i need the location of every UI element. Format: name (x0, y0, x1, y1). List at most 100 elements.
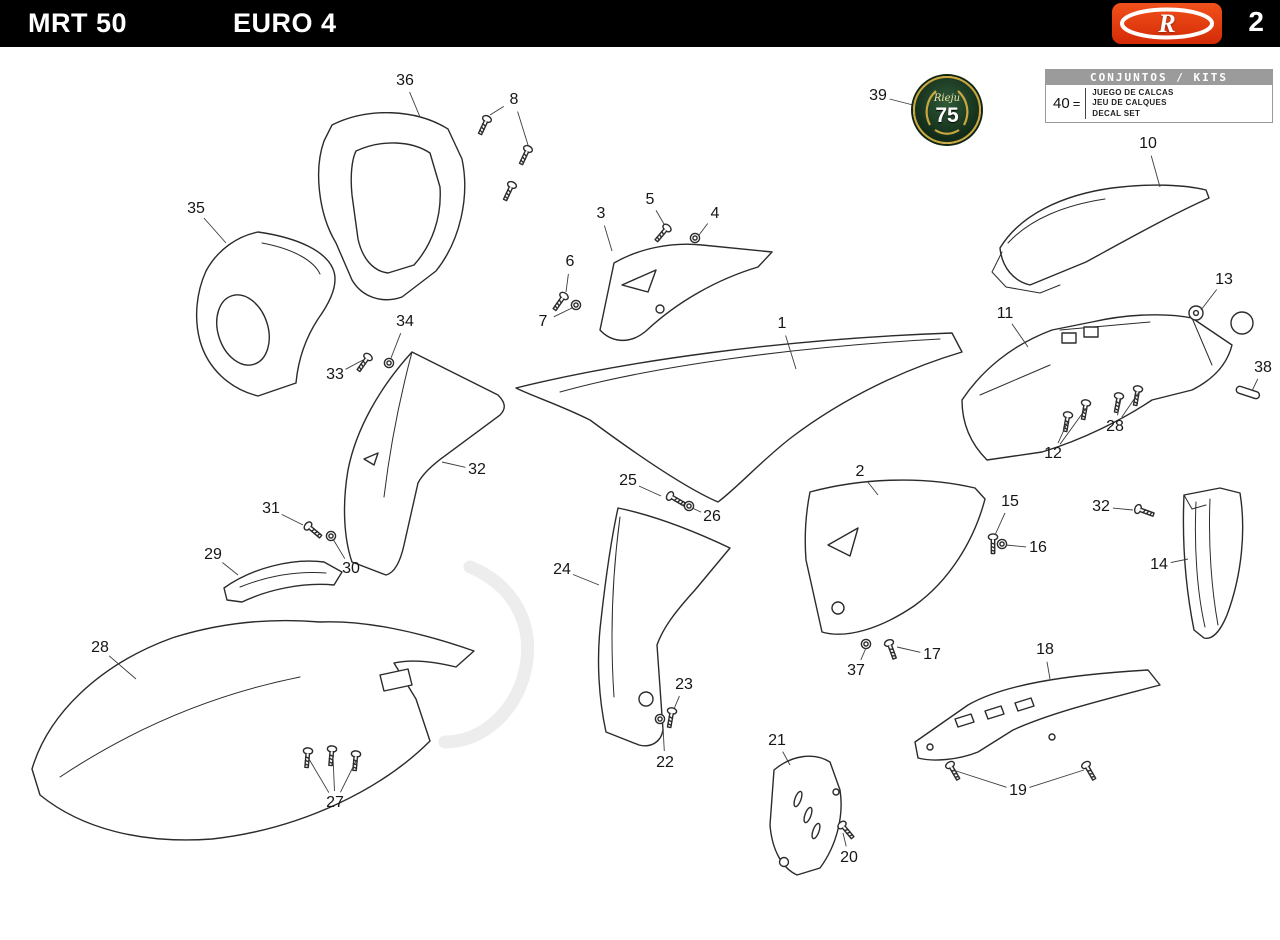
leader-line (308, 758, 330, 793)
leader-line (390, 333, 402, 359)
leader-line (345, 359, 364, 370)
screw-icon (663, 706, 678, 729)
screw-icon (500, 179, 519, 203)
leader-line (489, 106, 505, 116)
leader-line (896, 646, 921, 653)
laurel-wreath-icon (925, 90, 969, 135)
part-29-bracket (223, 560, 343, 603)
part-10-rear-fender (991, 184, 1210, 294)
badge-anniversary-number: 75 (935, 104, 959, 127)
watermark (438, 560, 535, 749)
part-32-radiator-shroud (343, 351, 505, 576)
washer-icon (860, 638, 872, 650)
washer-icon (689, 232, 701, 244)
leader-line (952, 769, 1007, 788)
leader-line (638, 485, 662, 497)
leader-line (517, 111, 529, 146)
exploded-parts-drawing (31, 91, 1261, 876)
leader-line (553, 307, 573, 318)
leader-line (441, 461, 466, 468)
leader-line (994, 512, 1006, 536)
kit-equals-sign: = (1072, 96, 1081, 112)
part-1-seat (515, 332, 963, 503)
part-2-side-panel-right (804, 479, 986, 635)
part-18-chain-guard (914, 669, 1161, 761)
leader-line (1251, 378, 1259, 392)
part-36-headlight-bracket (317, 112, 466, 301)
part-11-rear-mudguard (961, 314, 1233, 461)
leader-line (785, 335, 797, 370)
leader-line (691, 507, 702, 513)
leader-line (108, 655, 137, 680)
logo-ellipse (1120, 7, 1214, 40)
anniversary-badge: Rieju 75 (913, 76, 981, 144)
leader-line (409, 91, 421, 118)
washer-icon (383, 357, 395, 369)
screw-icon (1132, 502, 1156, 520)
washer-icon (570, 299, 582, 311)
leader-line (782, 751, 791, 766)
kit-descriptions: JUEGO DE CALCAS JEU DE CALQUES DECAL SET (1085, 88, 1174, 120)
screw-icon (664, 489, 688, 509)
washer-icon (683, 500, 695, 512)
part-35-headlight-mask (195, 231, 336, 397)
leader-line (281, 513, 304, 526)
kit-desc-spanish: JUEGO DE CALCAS (1092, 88, 1174, 97)
washer-icon (325, 530, 337, 542)
title-bar: MRT 50 EURO 4 R 2 (0, 0, 1280, 47)
leader-line (1029, 769, 1085, 788)
screw-icon (835, 818, 857, 842)
rieju-brand-logo: R (1112, 3, 1222, 44)
leader-line (565, 273, 569, 293)
leader-line (1117, 398, 1122, 416)
washer-icon (996, 538, 1008, 550)
model-name: MRT 50 (28, 8, 128, 38)
leader-line (673, 695, 680, 710)
leader-line (1121, 391, 1140, 418)
leader-line (1112, 507, 1134, 511)
leader-line (332, 756, 335, 792)
part-3-side-panel-left (599, 243, 773, 341)
leader-line (655, 210, 665, 225)
variant-name: EURO 4 (233, 8, 337, 38)
leader-line (1059, 406, 1088, 445)
leader-line (603, 225, 613, 252)
leader-line (860, 647, 867, 661)
screw-icon (652, 221, 674, 245)
leader-line (698, 223, 709, 236)
leader-line (889, 98, 914, 106)
leader-line (203, 217, 227, 244)
part-21-sprocket-cover (769, 755, 842, 876)
part-24-radiator-shroud (597, 507, 731, 747)
leader-lines (108, 91, 1259, 847)
screw-icon (882, 637, 900, 661)
screw-icon (1079, 759, 1099, 783)
part-38-pin (1235, 385, 1261, 400)
badge-brand-name: Rieju (933, 93, 961, 104)
part-13-grommets (1188, 305, 1254, 335)
leader-line (1170, 558, 1189, 564)
leader-line (1150, 155, 1161, 188)
leader-line (222, 562, 239, 576)
screw-icon (550, 290, 571, 313)
kit-item-number: 40 (1053, 95, 1070, 113)
screw-icon (516, 143, 535, 167)
washer-icon (654, 713, 666, 725)
leader-line (1005, 544, 1027, 548)
screw-icon (475, 113, 494, 137)
kits-legend: CONJUNTOS / KITS 40 = JUEGO DE CALCAS JE… (1045, 69, 1273, 124)
leader-line (1200, 289, 1218, 311)
kits-legend-row: 40 = JUEGO DE CALCAS JEU DE CALQUES DECA… (1046, 85, 1272, 122)
leader-line (332, 538, 346, 559)
leader-line (572, 574, 600, 586)
leader-line (1011, 323, 1029, 348)
part-14-fork-guard (1182, 487, 1244, 639)
rieju-logo-letter: R (1158, 8, 1176, 38)
kit-desc-french: JEU DE CALQUES (1092, 98, 1167, 108)
screw-icon (987, 533, 999, 555)
part-28-front-fender (31, 619, 475, 841)
page-number: 2 (1248, 6, 1264, 37)
leader-line (1057, 418, 1070, 444)
leader-line (339, 760, 357, 793)
